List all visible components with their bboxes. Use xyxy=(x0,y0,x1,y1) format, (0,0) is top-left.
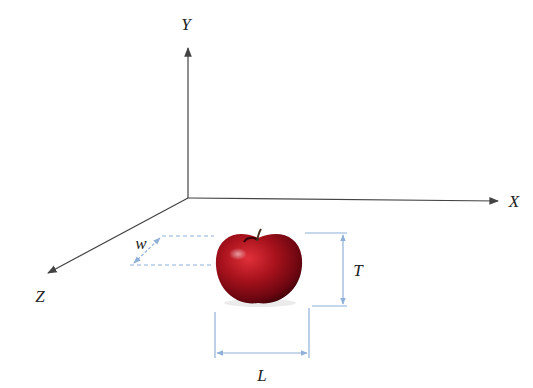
x-axis xyxy=(188,198,498,201)
dimension-label: w xyxy=(135,235,146,252)
z-axis xyxy=(48,198,188,273)
axis-label: X xyxy=(509,193,519,210)
y-axis xyxy=(187,48,188,198)
axis-label: Y xyxy=(181,16,190,33)
dimension-label: L xyxy=(257,367,266,384)
dimension-label: T xyxy=(353,262,362,279)
height-dimension xyxy=(305,233,347,306)
length-dimension xyxy=(215,308,309,358)
axis-label: Z xyxy=(35,288,44,305)
apple-picture xyxy=(216,229,302,307)
